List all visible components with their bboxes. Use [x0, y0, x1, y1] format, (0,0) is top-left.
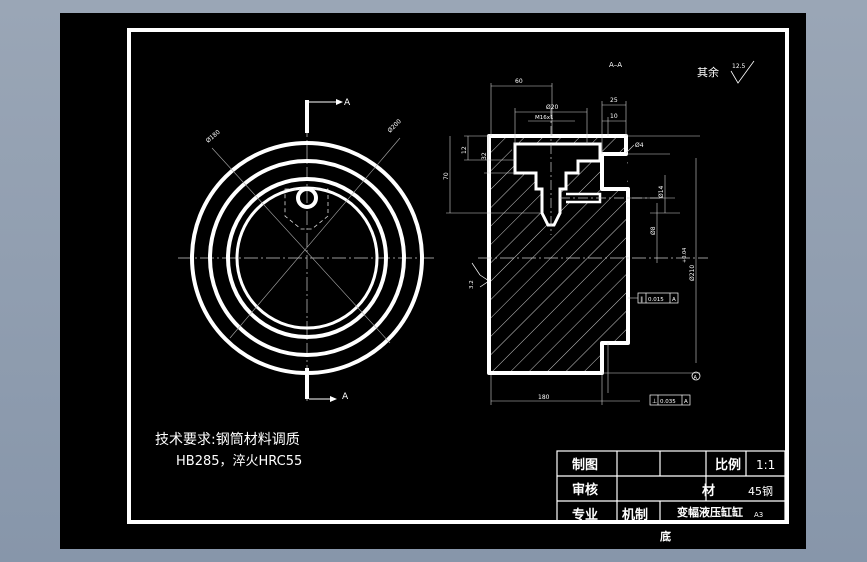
- tol-frame-parallel: ∥ 0.015 A: [628, 292, 679, 304]
- cut-arrowhead-bottom: [330, 396, 337, 402]
- roughness-other-value: 12.5: [732, 63, 746, 70]
- dim-left-d1: Ø180: [205, 129, 222, 145]
- drawing-svg: Ø180 Ø200 A A A–A: [127, 28, 789, 543]
- datum-circle: [691, 371, 701, 381]
- dim-w10: 10: [610, 113, 618, 120]
- tb-material: 45钢: [748, 485, 773, 498]
- roughness-other-symbol: [730, 60, 755, 84]
- tb-part-name-2: 底: [660, 529, 671, 543]
- tech-note-line2: HB285，淬火HRC55: [176, 454, 302, 469]
- dim-thread: M16x1: [535, 115, 554, 121]
- dim-d210: Ø210: [689, 265, 696, 281]
- tb-bili-value: 1:1: [756, 458, 775, 472]
- roughness-symbol-side: 3.2: [469, 262, 490, 289]
- dim-left-d2: Ø200: [386, 118, 403, 135]
- tol-perp-datum: A: [684, 399, 688, 405]
- tol-frame-perp: ⊥ 0.035 A: [649, 394, 691, 406]
- cut-label-top: A: [344, 98, 351, 108]
- cut-label-bottom: A: [342, 392, 349, 402]
- tb-bili-label: 比例: [715, 457, 741, 473]
- dim-w25: 25: [610, 97, 618, 104]
- drawing-frame: [127, 28, 789, 524]
- tb-cai: 材: [702, 483, 715, 499]
- dim-h12: 12: [461, 146, 468, 154]
- diameter-leader-1: [211, 147, 391, 344]
- left-view: Ø180 Ø200 A A: [178, 98, 435, 402]
- tb-sheet: A3: [754, 511, 763, 519]
- datum-label: A: [694, 375, 698, 381]
- dim-top-d20: Ø20: [546, 104, 559, 111]
- dim-h70: 70: [443, 172, 450, 180]
- inner-circle: [226, 177, 388, 339]
- dimension-lines: [446, 83, 700, 405]
- dim-tol: +0.04: [682, 248, 688, 263]
- hidden-port: [284, 188, 329, 230]
- section-view: A–A: [443, 61, 708, 406]
- mid-circle: [208, 159, 406, 357]
- port-outline: [513, 142, 602, 227]
- tech-note-line1: 技术要求:钢筒材料调质: [155, 431, 300, 448]
- leader-d4: [625, 144, 635, 154]
- svg-text:⊥: ⊥: [652, 398, 657, 405]
- tb-part-name: 变幅液压缸缸: [677, 505, 743, 519]
- dim-h32: 32: [481, 152, 488, 160]
- port-cavity: [515, 144, 600, 225]
- tol-parallel-datum: A: [672, 297, 676, 303]
- section-outline: [487, 134, 630, 375]
- dim-d4: Ø4: [635, 142, 644, 149]
- svg-text:∥: ∥: [640, 296, 643, 303]
- cut-arrowhead-top: [336, 99, 343, 105]
- tb-jizhi: 机制: [622, 507, 648, 523]
- section-label: A–A: [609, 61, 622, 69]
- dim-d8: Ø8: [650, 226, 657, 235]
- roughness-other-label: 其余: [697, 65, 719, 79]
- dim-top-60: 60: [515, 78, 523, 85]
- drawing-canvas: Ø180 Ø200 A A A–A: [60, 13, 806, 549]
- dim-d14: Ø14: [658, 185, 665, 198]
- tb-zhuanye: 专业: [572, 507, 598, 523]
- port-hole: [296, 187, 318, 209]
- diameter-leader-2: [229, 137, 401, 339]
- roughness-side-value: 3.2: [469, 280, 475, 289]
- tol-perp-value: 0.035: [660, 399, 676, 405]
- tb-shenhe: 审核: [572, 482, 598, 498]
- tol-parallel-value: 0.015: [648, 297, 664, 303]
- tb-zhitu: 制图: [572, 457, 598, 473]
- dim-len180: 180: [538, 394, 550, 401]
- title-block: [556, 450, 786, 524]
